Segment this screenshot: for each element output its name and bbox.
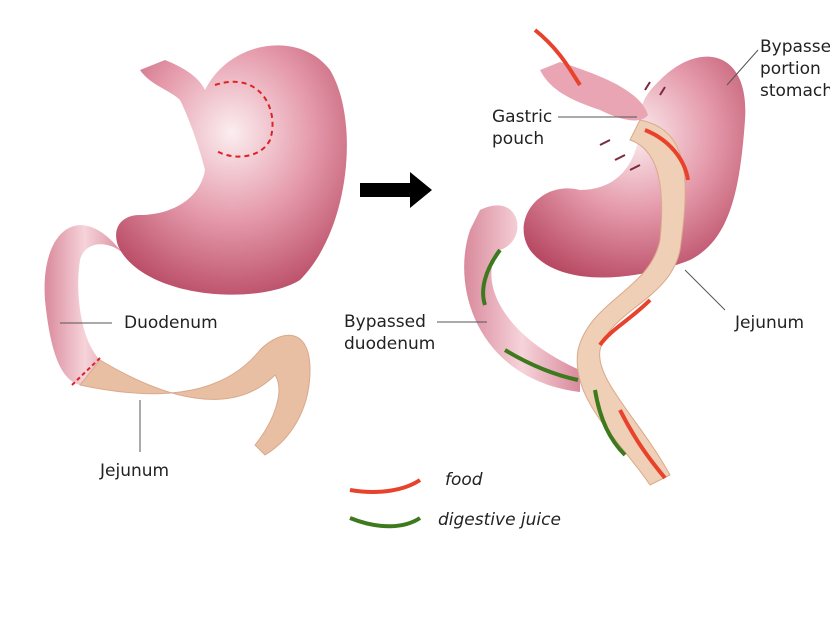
bypassed-duodenum-label: Bypassed duodenum — [344, 311, 435, 355]
bypassed-duodenum-shape — [464, 205, 580, 392]
juice-arrow-icon — [503, 348, 579, 382]
duodenum-label: Duodenum — [124, 313, 218, 333]
bypass-stomach — [437, 28, 759, 486]
original-stomach — [44, 45, 347, 456]
food-arrow-icon — [533, 28, 582, 87]
bypassed-duodenum-line1: Bypassed — [344, 312, 426, 332]
legend-juice-arrow-icon — [349, 516, 422, 529]
jejunum-limb-shape — [576, 119, 686, 486]
food-arrow-icon — [618, 409, 667, 480]
food-arrow-icon — [598, 298, 652, 347]
duodenum-shape — [44, 225, 125, 385]
bypassed-stomach-leader — [726, 49, 759, 86]
bypassed-stomach-line2: portion — [760, 59, 821, 79]
bypassed-stomach-line3: stomach — [760, 81, 830, 101]
stomach-shape — [116, 45, 347, 295]
jejunum-label: Jejunum — [100, 461, 170, 481]
bypassed-stomach-line1: Bypassed — [760, 37, 830, 57]
legend-juice-label: digestive juice — [438, 510, 561, 530]
gastric-pouch-line2: pouch — [492, 129, 545, 149]
cut-line — [214, 80, 274, 158]
gastric-pouch-label: Gastric pouch — [492, 106, 552, 150]
legend-food-label: food — [445, 470, 483, 490]
food-arrow-icon — [644, 128, 690, 181]
legend-food-arrow-icon — [349, 478, 422, 494]
staple-line — [599, 81, 666, 171]
jejunum-leader — [684, 269, 726, 311]
juice-arrow-icon — [593, 389, 627, 457]
jejunum-limb-label: Jejunum — [735, 313, 805, 333]
bypassed-stomach-label: Bypassed portion stomach — [760, 36, 830, 102]
transition-arrow-icon — [360, 172, 432, 208]
jejunum-shape — [79, 334, 311, 456]
juice-arrow-icon — [481, 248, 502, 306]
gastric-pouch-shape — [540, 62, 648, 121]
bypassed-duodenum-line2: duodenum — [344, 334, 436, 354]
gastric-pouch-line1: Gastric — [492, 107, 553, 127]
